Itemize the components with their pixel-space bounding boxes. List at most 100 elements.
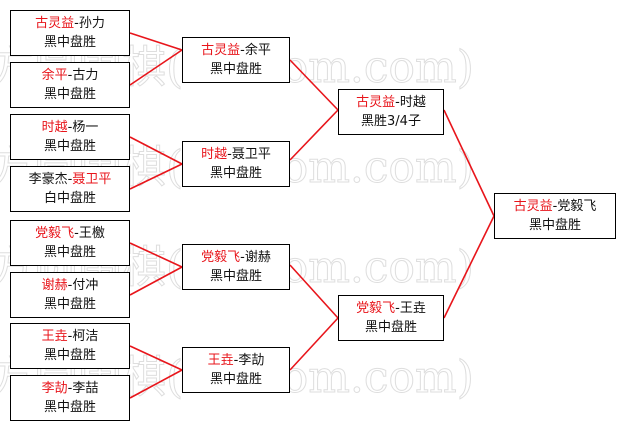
loser-name: 柯洁 bbox=[72, 329, 99, 344]
match-result: 黑中盘胜 bbox=[44, 295, 96, 314]
winner-name: 王垚 bbox=[207, 353, 234, 368]
separator: - bbox=[240, 43, 245, 58]
loser-name: 杨一 bbox=[72, 120, 99, 135]
match-result: 黑胜3/4子 bbox=[361, 112, 421, 131]
match-result: 黑中盘胜 bbox=[44, 243, 96, 262]
match-players: 党毅飞-王垚 bbox=[356, 299, 426, 318]
match-result: 黑中盘胜 bbox=[210, 267, 262, 286]
match-result: 黑中盘胜 bbox=[365, 318, 417, 337]
round2-match-4: 王垚-李劼黑中盘胜 bbox=[182, 347, 290, 393]
match-result: 黑中盘胜 bbox=[210, 164, 262, 183]
result-text: 黑中盘胜 bbox=[364, 320, 417, 335]
loser-name: 聂卫平 bbox=[231, 147, 271, 162]
match-players: 李豪杰-聂卫平 bbox=[29, 170, 112, 189]
match-players: 党毅飞-谢赫 bbox=[201, 248, 271, 267]
round3-match-1: 古灵益-时越黑胜3/4子 bbox=[338, 89, 444, 135]
match-players: 李劼-李喆 bbox=[42, 379, 99, 398]
match-result: 黑中盘胜 bbox=[44, 398, 96, 417]
loser-name: 李劼 bbox=[238, 353, 265, 368]
winner-name: 李劼 bbox=[41, 381, 68, 396]
winner-name: 党毅飞 bbox=[201, 250, 241, 265]
separator: - bbox=[74, 16, 79, 31]
result-text: 黑中盘胜 bbox=[43, 297, 96, 312]
match-players: 古灵益-时越 bbox=[356, 93, 426, 112]
result-text: 黑中盘胜 bbox=[43, 35, 96, 50]
match-result: 黑中盘胜 bbox=[44, 346, 96, 365]
result-text: 黑胜3/4子 bbox=[361, 114, 421, 129]
winner-name: 古灵益 bbox=[35, 16, 75, 31]
match-players: 王垚-柯洁 bbox=[42, 327, 99, 346]
winner-name: 古灵益 bbox=[201, 43, 241, 58]
separator: - bbox=[233, 353, 239, 368]
result-text: 黑中盘胜 bbox=[209, 372, 262, 387]
match-players: 王垚-李劼 bbox=[208, 351, 265, 370]
result-text: 黑中盘胜 bbox=[209, 62, 262, 77]
separator: - bbox=[552, 199, 558, 214]
match-result: 白中盘胜 bbox=[44, 189, 96, 208]
separator: - bbox=[67, 329, 73, 344]
round1-match-6: 谢赫-付冲黑中盘胜 bbox=[10, 272, 130, 318]
loser-name: 王檄 bbox=[78, 226, 105, 241]
result-text: 黑中盘胜 bbox=[209, 166, 262, 181]
winner-name: 时越 bbox=[41, 120, 68, 135]
winner-name: 古灵益 bbox=[356, 95, 396, 110]
round1-match-3: 时越-杨一黑中盘胜 bbox=[10, 114, 130, 160]
winner-name: 王垚 bbox=[41, 329, 68, 344]
separator: - bbox=[395, 301, 400, 316]
match-players: 古灵益-余平 bbox=[201, 41, 271, 60]
match-result: 黑中盘胜 bbox=[44, 33, 96, 52]
match-players: 时越-杨一 bbox=[42, 118, 99, 137]
result-text: 黑中盘胜 bbox=[528, 218, 581, 233]
result-text: 黑中盘胜 bbox=[43, 87, 96, 102]
match-result: 黑中盘胜 bbox=[210, 370, 262, 389]
separator: - bbox=[67, 172, 73, 187]
winner-name: 聂卫平 bbox=[72, 172, 112, 187]
loser-name: 时越 bbox=[399, 95, 426, 110]
loser-name: 孙力 bbox=[78, 16, 105, 31]
match-result: 黑中盘胜 bbox=[44, 137, 96, 156]
result-text: 黑中盘胜 bbox=[43, 245, 96, 260]
round1-match-1: 古灵益-孙力黑中盘胜 bbox=[10, 10, 130, 56]
winner-name: 时越 bbox=[201, 147, 228, 162]
loser-name: 李豪杰 bbox=[28, 172, 68, 187]
final-match-1: 古灵益-党毅飞黑中盘胜 bbox=[494, 193, 616, 239]
round1-match-4: 李豪杰-聂卫平白中盘胜 bbox=[10, 166, 130, 212]
separator: - bbox=[67, 278, 73, 293]
match-players: 谢赫-付冲 bbox=[42, 276, 99, 295]
loser-name: 古力 bbox=[72, 68, 99, 83]
winner-name: 党毅飞 bbox=[356, 301, 396, 316]
separator: - bbox=[67, 120, 73, 135]
match-players: 党毅飞-王檄 bbox=[35, 224, 105, 243]
match-players: 古灵益-党毅飞 bbox=[514, 197, 597, 216]
separator: - bbox=[67, 68, 73, 83]
loser-name: 党毅飞 bbox=[557, 199, 597, 214]
match-result: 黑中盘胜 bbox=[210, 60, 262, 79]
match-players: 时越-聂卫平 bbox=[201, 145, 271, 164]
loser-name: 谢赫 bbox=[244, 250, 271, 265]
winner-name: 古灵益 bbox=[513, 199, 553, 214]
round2-match-2: 时越-聂卫平黑中盘胜 bbox=[182, 141, 290, 187]
result-text: 黑中盘胜 bbox=[43, 348, 96, 363]
round1-match-7: 王垚-柯洁黑中盘胜 bbox=[10, 323, 130, 369]
result-text: 黑中盘胜 bbox=[209, 269, 262, 284]
winner-name: 党毅飞 bbox=[35, 226, 75, 241]
separator: - bbox=[240, 250, 245, 265]
separator: - bbox=[227, 147, 232, 162]
loser-name: 付冲 bbox=[72, 278, 99, 293]
round1-match-2: 余平-古力黑中盘胜 bbox=[10, 62, 130, 108]
result-text: 白中盘胜 bbox=[43, 191, 96, 206]
round2-match-3: 党毅飞-谢赫黑中盘胜 bbox=[182, 244, 290, 290]
separator: - bbox=[74, 226, 79, 241]
separator: - bbox=[67, 381, 73, 396]
separator: - bbox=[395, 95, 400, 110]
loser-name: 王垚 bbox=[399, 301, 426, 316]
winner-name: 余平 bbox=[41, 68, 68, 83]
match-result: 黑中盘胜 bbox=[44, 85, 96, 104]
round1-match-8: 李劼-李喆黑中盘胜 bbox=[10, 375, 130, 421]
round2-match-1: 古灵益-余平黑中盘胜 bbox=[182, 37, 290, 83]
match-result: 黑中盘胜 bbox=[529, 216, 581, 235]
result-text: 黑中盘胜 bbox=[43, 400, 96, 415]
round1-match-5: 党毅飞-王檄黑中盘胜 bbox=[10, 220, 130, 266]
result-text: 黑中盘胜 bbox=[43, 139, 96, 154]
